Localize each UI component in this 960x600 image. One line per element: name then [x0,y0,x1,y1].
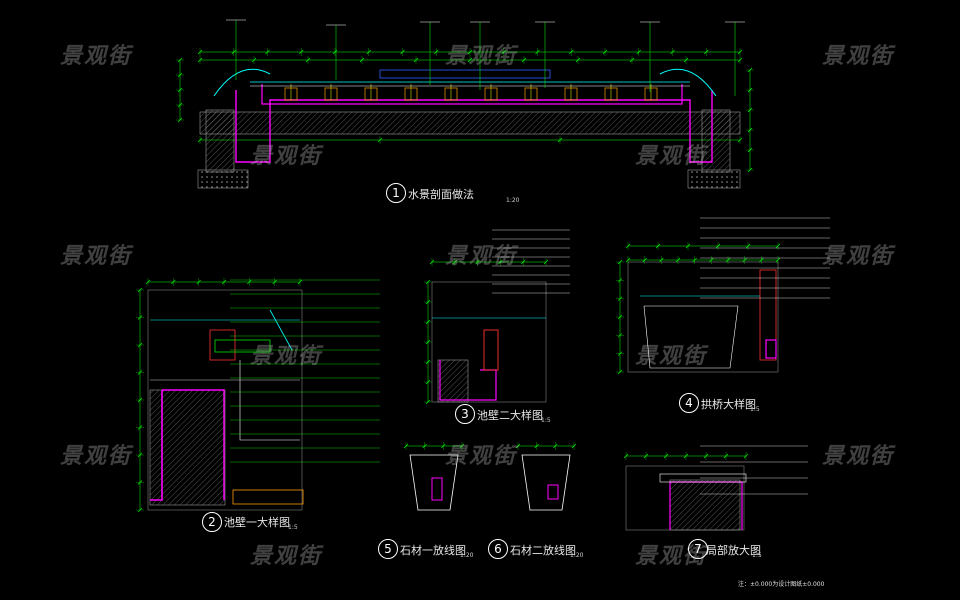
bridge-profile [643,305,739,369]
wall-outline [239,360,300,441]
gravel-base [197,169,249,189]
drawing-scale: 1:20 [460,552,474,559]
gravel-base [687,169,741,189]
wall-core [437,359,469,403]
arch-left [213,68,271,97]
detail-frame [627,261,779,373]
waterproof-layer [150,390,163,501]
stone-groove [547,484,559,500]
drawing-scale: 1:5 [750,406,760,413]
drawing-number-badge: 2 [202,512,222,532]
bridge-abutment [759,269,777,361]
drawing-scale: 1:20 [570,552,584,559]
drawing-number-badge: 5 [378,539,398,559]
drawing-scale: 1:5 [541,417,551,424]
drawing-number-badge: 7 [688,539,708,559]
drawing-scale: 1:5 [288,524,298,531]
drawing-title: 局部放大图 [706,544,761,557]
drawing-number-badge: 1 [386,183,406,203]
drawing-scale: 1:20 [506,197,520,204]
foundation-slab [199,111,741,135]
coping-slab [214,339,271,353]
coping-stone [209,329,236,361]
stone-groove [431,477,443,501]
coping-stone [483,329,499,371]
waterproof-layer [261,84,683,105]
waterproof-layer [162,389,225,500]
waterproof-layer [235,90,713,163]
drawing-number-badge: 6 [488,539,508,559]
drawing-title: 池壁一大样图 [224,516,290,529]
wall-core [669,479,741,531]
water-jet [269,309,293,351]
footing [232,489,304,505]
drawing-title: 石材一放线图 [400,544,466,557]
side-wall [205,109,235,173]
drawing-title: 池壁二大样图 [477,409,543,422]
drawing-title: 水景剖面做法 [408,188,474,201]
drawing-number-badge: 4 [679,393,699,413]
footnote: 注：±0.000为设计图纸±0.000 [738,581,825,588]
detail-frame [147,289,303,511]
arch-right [659,68,717,97]
stone-profile [409,454,459,511]
signage-band [379,69,551,79]
stone-profile [521,454,571,511]
drawing-number-badge: 3 [455,404,475,424]
bridge-joint [765,339,777,359]
drawing-scale: 1:5 [752,552,762,559]
drawing-title: 石材二放线图 [510,544,576,557]
drawing-title: 拱桥大样图 [701,398,756,411]
